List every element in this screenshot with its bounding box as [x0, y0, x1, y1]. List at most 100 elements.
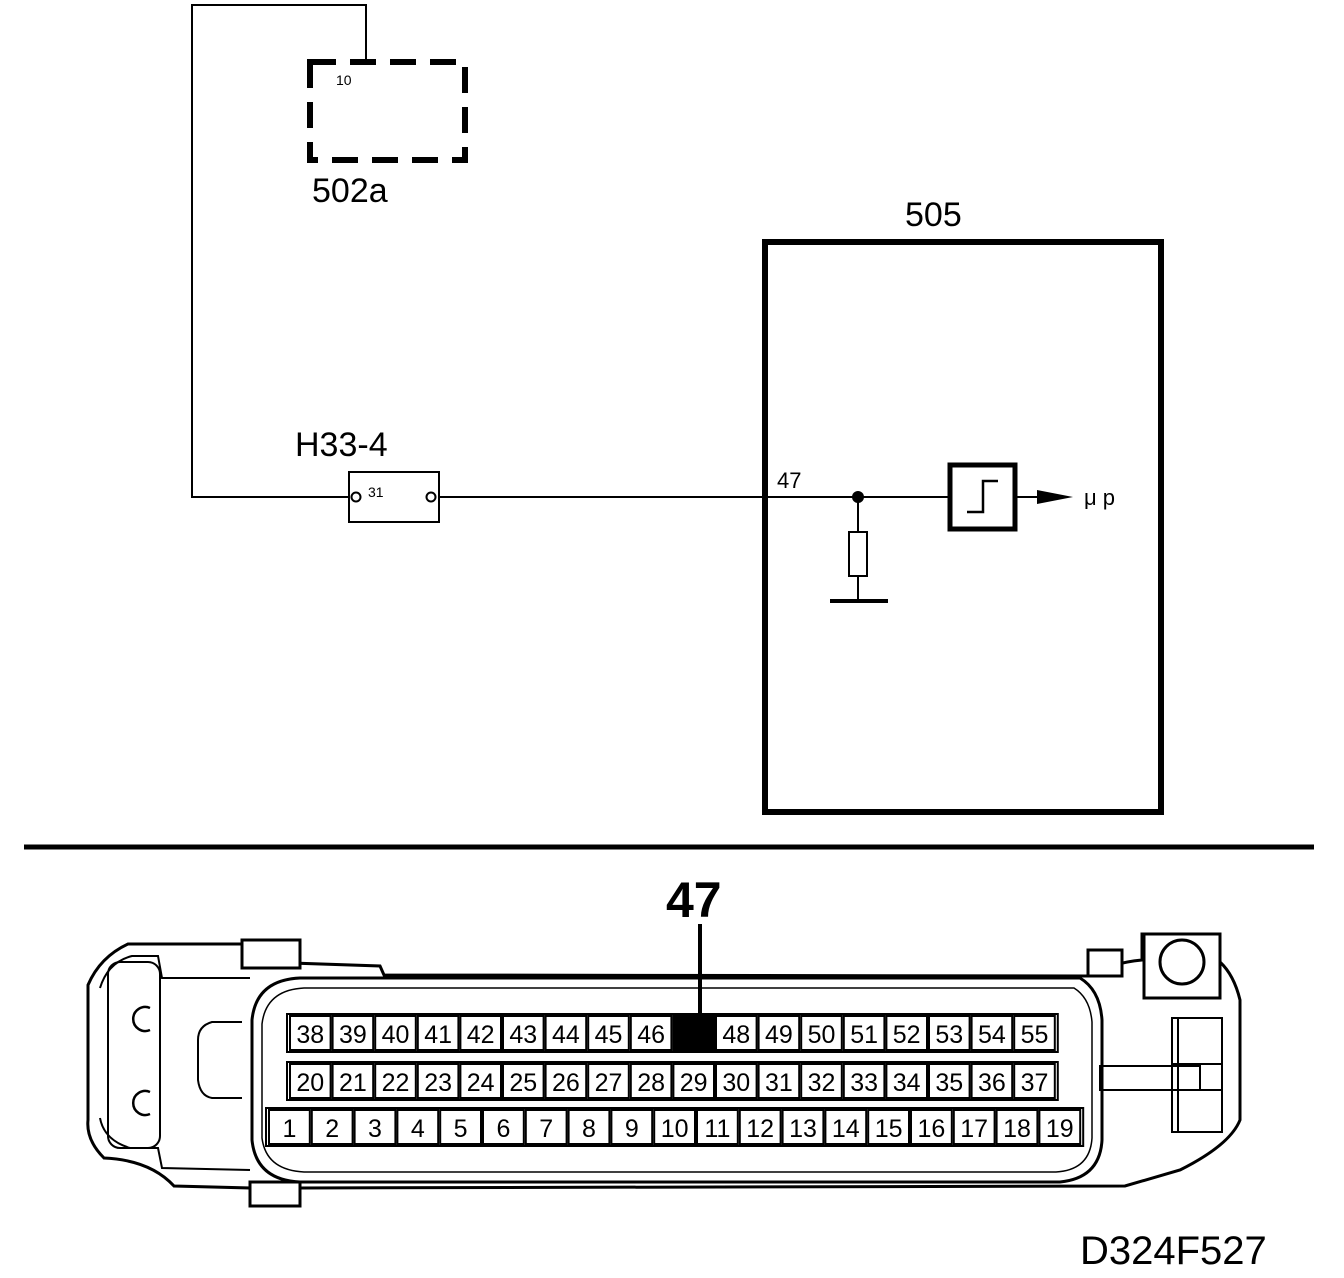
resistor: [848, 531, 868, 577]
connector-h33-box: [348, 471, 440, 523]
pin-number: 37: [1021, 1069, 1049, 1097]
pin-number: 38: [296, 1021, 324, 1049]
pin-cell: [331, 1015, 375, 1051]
pin-number: 42: [467, 1021, 495, 1049]
ecu-connector-housing: [86, 932, 1242, 1208]
pin-cell: [715, 1063, 758, 1099]
pin-cell: [842, 1015, 886, 1051]
pin-cell: [459, 1063, 502, 1099]
pin-number: 31: [765, 1069, 793, 1097]
pin-cell: [738, 1109, 782, 1145]
pin-number: 19: [1046, 1115, 1074, 1143]
pin-number: 41: [424, 1021, 452, 1049]
pin-cell: [696, 1109, 739, 1145]
microprocessor-label: μ p: [1084, 485, 1115, 510]
pin-number: 44: [552, 1021, 580, 1049]
pin-cell: [289, 1015, 332, 1051]
pin-cell: [928, 1063, 971, 1099]
component-502a-box: [307, 59, 468, 163]
connector-h33-terminal-right: [425, 491, 437, 503]
pin-cell: [544, 1015, 588, 1051]
connector-h33-terminal-left: [350, 491, 362, 503]
pin-number: 43: [509, 1021, 537, 1049]
pin-number: 8: [582, 1115, 596, 1143]
pin-number: 35: [935, 1069, 963, 1097]
pin-cell: [757, 1063, 801, 1099]
component-505-box: [762, 239, 1164, 815]
pin-number: 39: [339, 1021, 367, 1049]
pin-cell: [885, 1015, 929, 1051]
pin-number: 27: [595, 1069, 623, 1097]
pin-number: 4: [411, 1115, 425, 1143]
pin-cell: [1013, 1063, 1056, 1099]
pin-number: 28: [637, 1069, 665, 1097]
pin-number: 52: [893, 1021, 921, 1049]
pin-number: 1: [282, 1115, 296, 1143]
pin-cell: [331, 1063, 375, 1099]
component-505-label: 505: [905, 196, 962, 234]
pin-cell: [800, 1063, 843, 1099]
pin-cell: [289, 1063, 332, 1099]
connector-h33-label: H33-4: [295, 426, 388, 464]
pin-number: 50: [808, 1021, 836, 1049]
pin-row-frame: [265, 1107, 1085, 1147]
pin-cell: [310, 1109, 354, 1145]
pin-cell: [928, 1015, 971, 1051]
pin-number: 2: [325, 1115, 339, 1143]
pin-row-frame: [286, 1061, 1059, 1101]
pin-number: 25: [509, 1069, 537, 1097]
component-502a-label: 502a: [312, 172, 388, 210]
pin-number: 53: [935, 1021, 963, 1049]
pin-number: 23: [424, 1069, 452, 1097]
pin-number: 34: [893, 1069, 921, 1097]
pin-number: 33: [850, 1069, 878, 1097]
pin-cell: [629, 1063, 673, 1099]
pin-cell: [781, 1109, 825, 1145]
pin-number: 51: [850, 1021, 878, 1049]
pin-number: 9: [625, 1115, 639, 1143]
figure-reference: D324F527: [1080, 1229, 1267, 1273]
pin-cell: [757, 1015, 801, 1051]
pin-number: 6: [496, 1115, 510, 1143]
pin-number: 5: [454, 1115, 468, 1143]
pin-number: 10: [661, 1115, 689, 1143]
pin-cell: [524, 1109, 568, 1145]
pin-number: 48: [722, 1021, 750, 1049]
pin-number: 46: [637, 1021, 665, 1049]
pin-cell: [653, 1109, 697, 1145]
pin-row-frame: [286, 1013, 1059, 1053]
pin-cell: [715, 1015, 758, 1051]
pin-number: 32: [808, 1069, 836, 1097]
pin-cell-highlighted: [672, 1015, 716, 1051]
pin-cell: [459, 1015, 502, 1051]
pin-cell: [610, 1109, 654, 1145]
pin-cell: [842, 1063, 886, 1099]
pin-cell: [587, 1015, 630, 1051]
pin-10-label: 10: [336, 72, 352, 88]
pin-number: 30: [722, 1069, 750, 1097]
pin-number: 45: [595, 1021, 623, 1049]
pin-number: 40: [382, 1021, 410, 1049]
pin-cell: [970, 1015, 1014, 1051]
pin-number: 3: [368, 1115, 382, 1143]
highlight-pin-label: 47: [666, 872, 722, 928]
pin-number: 7: [539, 1115, 553, 1143]
pin-number: 18: [1003, 1115, 1031, 1143]
pin-number: 24: [467, 1069, 495, 1097]
pin-cell: [885, 1063, 929, 1099]
pin-number: 26: [552, 1069, 580, 1097]
pin-cell: [672, 1063, 716, 1099]
wire-502a-to-h33: [191, 4, 367, 498]
pin-cell: [587, 1063, 630, 1099]
schmitt-trigger-icon: [967, 479, 998, 514]
pin-number: 17: [960, 1115, 988, 1143]
pin-cell: [800, 1015, 843, 1051]
pin-cell: [439, 1109, 483, 1145]
pin-cell: [353, 1109, 397, 1145]
pin-number: 14: [832, 1115, 860, 1143]
output-arrow-icon: [1037, 490, 1073, 504]
pin-number: 29: [680, 1069, 708, 1097]
pin-cell: [952, 1109, 996, 1145]
